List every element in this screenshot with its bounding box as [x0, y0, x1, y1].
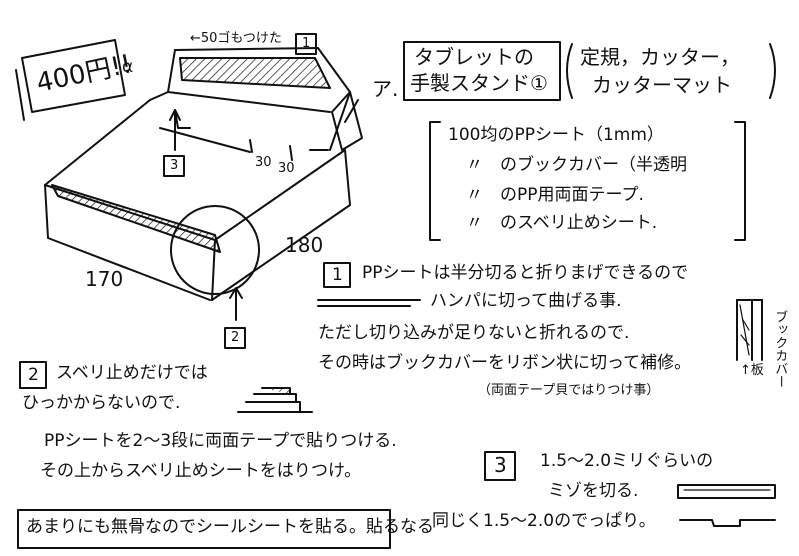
note1-line5: （両面テープ貝ではりつけ事） [478, 383, 660, 398]
note3-line2: ミゾを切る. [548, 481, 639, 501]
note2-line1: スベリ止めだけでは [56, 363, 208, 383]
title-line1: タブレットの [414, 45, 534, 69]
side-label-1: ブックカバー [772, 310, 788, 388]
base-slab [44, 99, 351, 301]
note2-marker: 2 [28, 365, 39, 385]
note3-marker: 3 [494, 453, 507, 477]
groove-diagram [677, 484, 776, 527]
tools-line2: カッターマット [592, 73, 732, 97]
price-suffix: α [122, 57, 134, 77]
marker-3-box [163, 155, 185, 177]
dim-30b: 30 [278, 161, 295, 176]
side-label-2: ↑板 [740, 363, 764, 378]
tools-parens [566, 43, 776, 99]
detail-circle [170, 205, 260, 295]
marker-3-label: 3 [170, 158, 179, 173]
title-line2: 手製スタンド① [410, 71, 548, 95]
materials-brackets [429, 121, 746, 241]
marker-2-box [224, 327, 246, 349]
slot-pointer [169, 109, 191, 151]
front-hatch-strip [51, 184, 221, 253]
annotation-50: ←50ゴもつけた [190, 31, 282, 46]
note2-line2: ひっかからないので. [22, 393, 181, 413]
note1-line2: ハンパに切って曲げる事. [430, 291, 622, 311]
note1-line4: その時はブックカバーをリボン状に切って補修。 [318, 353, 692, 373]
side-diagram [736, 299, 763, 361]
note2-marker-box [19, 361, 47, 389]
title-box [403, 41, 561, 101]
note1-marker-box [323, 262, 351, 288]
dim-180: 180 [285, 233, 324, 257]
price-box-frame [15, 39, 126, 121]
material-2: 〃 のブックカバー（半透明 [466, 155, 687, 175]
title-prefix: ア. [372, 77, 399, 101]
note2-line3: PPシートを2〜3段に両面テープで貼りつける. [44, 431, 397, 451]
back-hatch-strip [179, 57, 331, 89]
note1-marker: 1 [332, 265, 343, 285]
marker-1-box [295, 33, 317, 55]
back-panel [149, 47, 363, 151]
material-3: 〃 のPP用両面テープ. [466, 185, 644, 205]
material-1: 100均のPPシート（1mm） [448, 125, 664, 145]
bottom-pointer [229, 287, 243, 321]
note3-marker-box [484, 451, 516, 481]
note1-underline [317, 299, 421, 307]
material-4: 〃 のスベリ止めシート. [466, 213, 658, 233]
marker-2-label: 2 [231, 330, 240, 345]
dim-30a: 30 [255, 155, 272, 170]
note3-line1: 1.5〜2.0ミリぐらいの [540, 451, 714, 471]
marker-1-label: 1 [302, 36, 311, 51]
footer-note: あまりにも無骨なのでシールシートを貼る。貼るなる [26, 517, 434, 537]
note1-line3: ただし切り込みが足りないと折れるので. [318, 323, 630, 343]
note3-line3: 同じく1.5〜2.0のでっぱり。 [432, 511, 656, 531]
footer-box [17, 509, 391, 549]
dim-170: 170 [85, 267, 124, 291]
note1-line1: PPシートは半分切ると折りまげできるので [362, 263, 689, 283]
tools-line1: 定規，カッター， [580, 45, 740, 69]
steps-diagram [237, 387, 313, 413]
note2-line4: その上からスベリ止めシートをはりつけ。 [40, 461, 362, 481]
